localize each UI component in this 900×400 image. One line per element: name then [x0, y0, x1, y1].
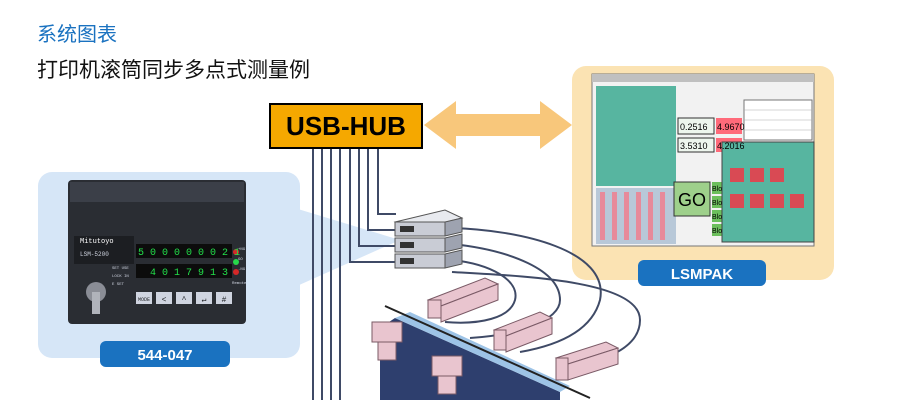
indicator-label-4: Remote [232, 282, 247, 286]
readout-2: 4.9670 [717, 122, 745, 132]
sensor-heads [371, 277, 620, 395]
category-heading: 系统图表 [37, 22, 117, 46]
page-title: 打印机滚筒同步多点式测量例 [37, 58, 310, 82]
display-top-value: 5 0 0 0 0 0 0 2 1 [138, 248, 240, 259]
key-up: ^ [182, 296, 187, 305]
ng-label-4: Blo [712, 228, 722, 235]
model-badge-label: 544-047 [137, 347, 192, 364]
key-enter: ↵ [202, 296, 207, 305]
key-left: < [162, 296, 167, 305]
usb-hub-box [269, 103, 423, 149]
lsmpak-label: LSMPAK [671, 266, 733, 283]
lsm-display-unit [68, 180, 246, 324]
software-screenshot [591, 73, 815, 247]
model-badge [100, 341, 230, 367]
status-label-3: E SET [112, 283, 125, 287]
key-hash: # [222, 296, 227, 305]
readout-1: 0.2516 [680, 122, 708, 132]
indicator-label-2: GO [238, 258, 243, 262]
usb-hub-label: USB-HUB [286, 111, 406, 141]
ng-label-2: Blo [712, 200, 722, 207]
ng-label-1: Blo [712, 186, 722, 193]
indicator-label-1: +NG [238, 248, 246, 252]
status-label-1: SET USE [112, 267, 129, 271]
controller-stack [393, 209, 464, 269]
status-label-2: LOCK IN [112, 275, 129, 279]
hub-cables [312, 145, 396, 400]
key-mode: MODE [138, 297, 150, 303]
printer-roller [380, 305, 591, 400]
device-brand: Mitutoyo [80, 238, 114, 246]
ng-label-3: Blo [712, 214, 722, 221]
bidirectional-arrow [424, 101, 572, 149]
display-bottom-value: 4 0 1 7 9 1 3 [150, 268, 228, 279]
go-indicator: GO [678, 190, 706, 210]
readout-4: 4.2016 [717, 141, 745, 151]
readout-3: 3.5310 [680, 141, 708, 151]
callout-wedge [288, 206, 400, 290]
device-model: LSM-5200 [80, 251, 109, 258]
lsmpak-badge [638, 260, 766, 286]
indicator-label-3: -NG [238, 268, 246, 272]
